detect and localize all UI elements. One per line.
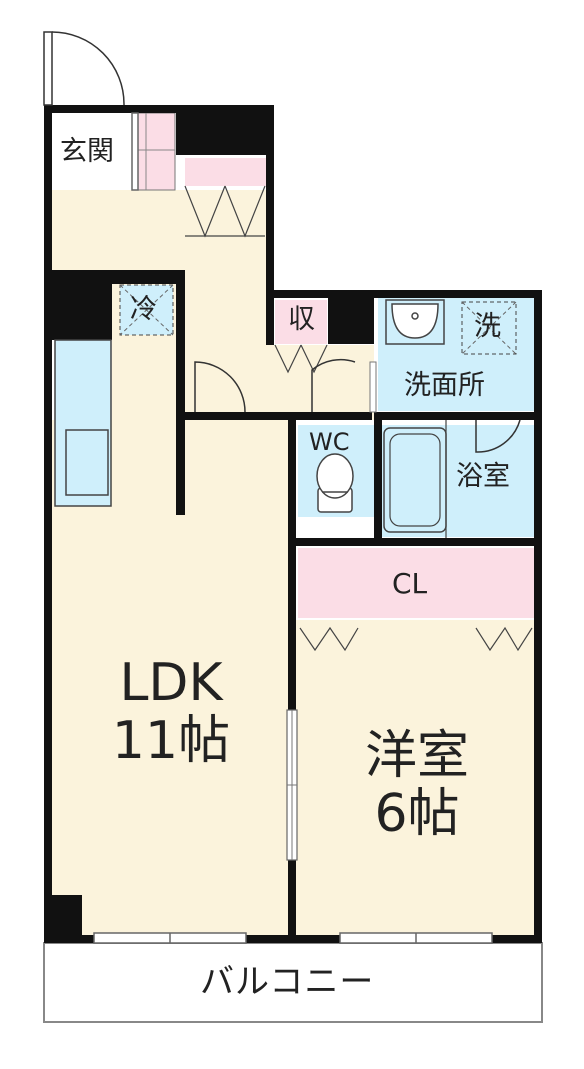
kitchen-sink — [65, 429, 109, 496]
storage-floor — [275, 300, 327, 344]
fridge-area — [119, 284, 174, 336]
bath-label: 浴室 — [456, 461, 510, 492]
ldk-size: 11帖 — [111, 711, 231, 772]
balcony-label: バルコニー — [200, 962, 375, 1002]
washer-label: 洗 — [474, 311, 501, 342]
closet-doors — [184, 185, 328, 374]
washbasin — [385, 299, 445, 345]
storage-label: 収 — [288, 304, 315, 335]
doors — [194, 358, 521, 453]
entrance-floor — [52, 113, 137, 190]
western-room-label: 洋室 6帖 — [342, 726, 492, 845]
entrance-label: 玄関 — [60, 136, 114, 167]
western-name: 洋室 — [364, 726, 469, 786]
balcony — [43, 942, 543, 1023]
entrance-door — [43, 31, 125, 106]
closet-label: CL — [392, 567, 428, 600]
cl-doors — [299, 626, 533, 652]
bathtub — [383, 427, 447, 533]
walls — [44, 105, 542, 943]
ldk-name: LDK — [119, 653, 223, 713]
toilet — [316, 453, 354, 513]
closet-cl — [298, 548, 534, 618]
shoe-storage — [136, 112, 176, 191]
western-size: 6帖 — [374, 784, 460, 845]
fridge-label: 冷 — [130, 294, 157, 325]
wc-label: WC — [309, 428, 350, 456]
closet-hall — [185, 158, 267, 186]
ldk-label: LDK 11帖 — [96, 653, 246, 772]
washroom-label: 洗面所 — [404, 370, 485, 401]
